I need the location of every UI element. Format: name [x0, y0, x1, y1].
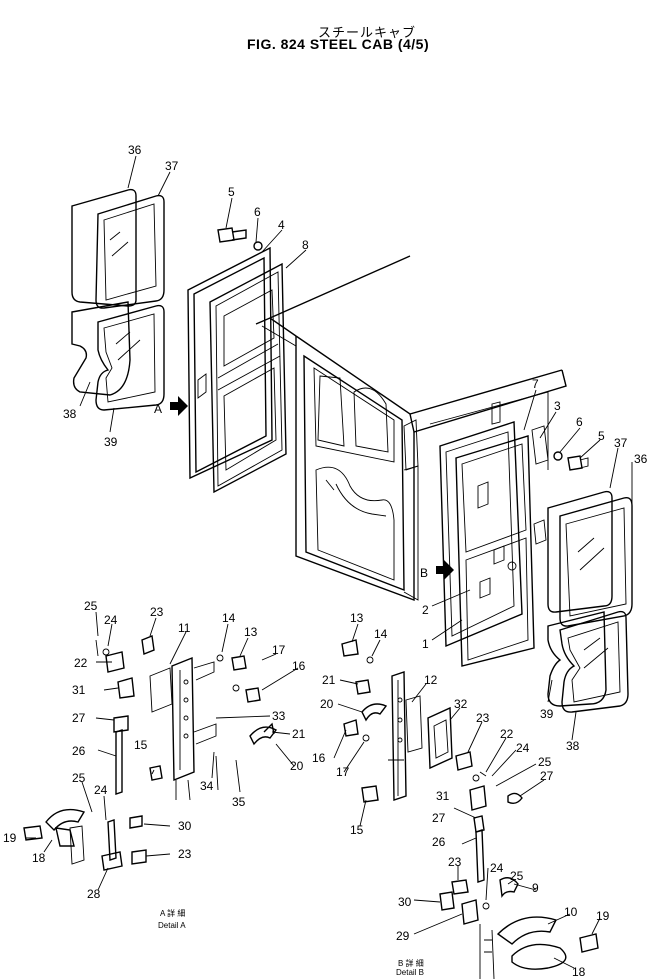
part-number-labels: 36 37 5 6 4 8 38 39 7 3 6 5 37 36 2 1 39…: [3, 143, 648, 979]
part-number: 19: [596, 909, 610, 923]
part-number: 3: [554, 399, 561, 413]
detail-a-caption: Detail A: [158, 921, 186, 930]
detail-a-caption-jp: A 詳 細: [160, 908, 185, 918]
part-number: 16: [292, 659, 306, 673]
part-number: 33: [272, 709, 286, 723]
part-number: 35: [232, 795, 246, 809]
part-number: 24: [490, 861, 504, 875]
figure-title: FIG. 824 STEEL CAB (4/5): [247, 36, 430, 52]
part-number: 37: [614, 436, 628, 450]
part-number: 27: [540, 769, 554, 783]
part-number: 24: [104, 613, 118, 627]
part-number: 38: [63, 407, 77, 421]
part-number: 11: [178, 621, 191, 635]
part-number: 19: [3, 831, 17, 845]
part-number: 25: [84, 599, 98, 613]
detail-a-hardware: [23, 635, 278, 871]
part-number: 36: [128, 143, 142, 157]
part-number: 20: [320, 697, 334, 711]
part-number: 27: [432, 811, 446, 825]
detail-b-caption-jp: B 詳 細: [398, 958, 424, 968]
part-number: 5: [228, 185, 235, 199]
part-number: 37: [165, 159, 179, 173]
part-number: 23: [448, 855, 462, 869]
arrow-a: A: [154, 396, 188, 416]
part-number: 15: [134, 738, 148, 752]
part-number: 39: [540, 707, 554, 721]
part-number: 28: [87, 887, 101, 901]
part-number: 16: [312, 751, 326, 765]
part-number: 5: [598, 429, 605, 443]
part-number: 14: [222, 611, 236, 625]
arrow-a-label: A: [154, 402, 162, 416]
part-number: 30: [178, 819, 192, 833]
part-number: 23: [150, 605, 164, 619]
detail-b-caption: Detail B: [396, 968, 424, 977]
part-number: 27: [72, 711, 86, 725]
left-upper-glass: [71, 188, 165, 309]
part-number: 23: [178, 847, 192, 861]
arrow-b-label: B: [420, 566, 428, 580]
part-number: 24: [94, 783, 108, 797]
part-number: 9: [532, 881, 539, 895]
part-number: 31: [436, 789, 450, 803]
part-number: 14: [374, 627, 388, 641]
arrow-b: B: [420, 560, 454, 580]
part-number: 13: [350, 611, 364, 625]
part-number: 23: [476, 711, 490, 725]
part-number: 24: [516, 741, 530, 755]
part-number: 26: [432, 835, 446, 849]
part-number: 21: [322, 673, 336, 687]
part-number: 6: [576, 415, 583, 429]
left-door-frame: [187, 246, 287, 494]
part-number: 20: [290, 759, 304, 773]
part-number: 21: [292, 727, 306, 741]
part-number: 15: [350, 823, 364, 837]
part-number: 22: [74, 656, 88, 670]
part-number: 17: [336, 765, 350, 779]
part-number: 6: [254, 205, 261, 219]
part-number: 18: [32, 851, 46, 865]
part-number: 13: [244, 625, 258, 639]
part-number: 4: [278, 218, 285, 232]
right-lower-glass: [547, 610, 629, 713]
part-number: 32: [454, 697, 468, 711]
part-number: 12: [424, 673, 438, 687]
bolt-and-washer-top-right: [553, 451, 589, 471]
right-upper-glass: [547, 490, 633, 627]
part-number: 25: [72, 771, 86, 785]
right-door-frame: [439, 401, 549, 667]
part-number: 30: [398, 895, 412, 909]
part-number: 10: [564, 905, 578, 919]
part-number: 26: [72, 744, 86, 758]
part-number: 25: [538, 755, 552, 769]
cab-body: [255, 255, 567, 602]
part-number: 31: [72, 683, 86, 697]
detail-b-hardware: [341, 639, 599, 979]
part-number: 36: [634, 452, 648, 466]
part-number: 8: [302, 238, 309, 252]
part-number: 1: [422, 637, 429, 651]
part-number: 2: [422, 603, 429, 617]
part-number: 17: [272, 643, 286, 657]
part-number: 34: [200, 779, 214, 793]
part-number: 18: [572, 965, 586, 979]
bolt-and-washer-top-left: [217, 227, 263, 251]
part-number: 29: [396, 929, 410, 943]
part-number: 22: [500, 727, 514, 741]
part-number: 38: [566, 739, 580, 753]
part-number: 39: [104, 435, 118, 449]
left-lower-glass: [71, 301, 165, 411]
title-japanese: スチールキャブ: [318, 26, 417, 41]
part-number: 7: [532, 377, 539, 391]
leader-lines: [26, 155, 633, 969]
part-number: 25: [510, 869, 524, 883]
